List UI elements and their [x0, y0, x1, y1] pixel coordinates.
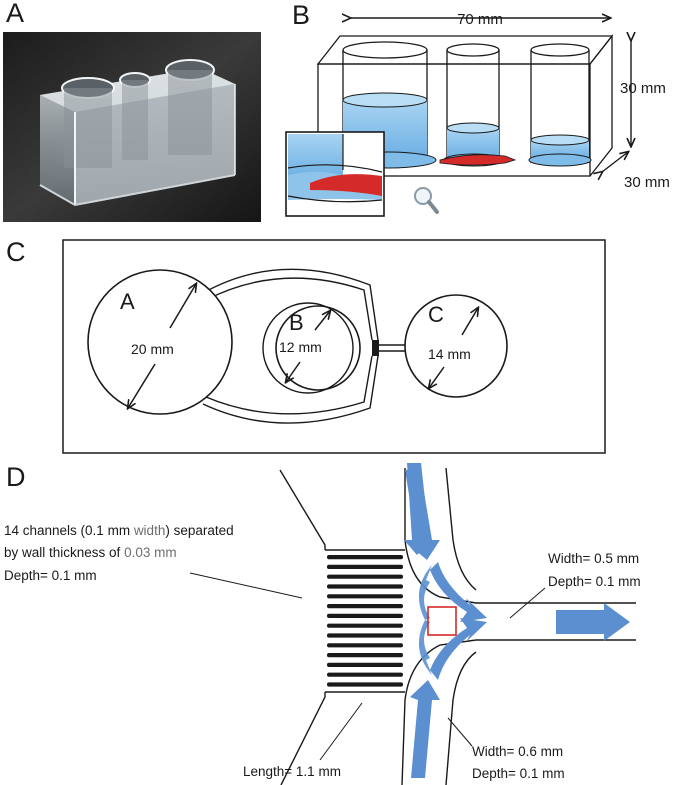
well-a-circle: [87, 269, 233, 415]
magnifier-icon: [414, 187, 439, 214]
zoom-inset: [285, 131, 385, 217]
microchannel: [327, 574, 403, 579]
height-label: 30 mm: [620, 80, 666, 97]
outlet-leader-line: [509, 587, 546, 619]
microchannel: [327, 555, 403, 560]
inlet-leader-line: [447, 717, 473, 747]
microchannel: [327, 672, 403, 677]
well-b-arrow-lower: [286, 361, 301, 382]
well-c-letter: C: [428, 302, 444, 327]
panel-a-letter: A: [6, 0, 24, 28]
inlet-depth-label: Depth= 0.1 mm: [472, 766, 565, 781]
length-leader-line: [319, 702, 363, 761]
channels-note-line2: by wall thickness of 0.03 mm: [4, 545, 177, 560]
microchannel-array: [327, 555, 403, 687]
panel-c-letter: C: [6, 237, 26, 267]
panel-d-letter: D: [6, 462, 26, 492]
well-b-circle: [262, 302, 354, 394]
microchannel: [327, 633, 403, 638]
microchannel: [327, 564, 403, 569]
microchannel: [327, 623, 403, 628]
flow-arrows: [404, 463, 630, 778]
microchannel: [327, 613, 403, 618]
chip-outline: [62, 239, 606, 454]
observation-region: [427, 606, 457, 636]
well-a-arrow-lower: [128, 363, 156, 408]
panel-b-letter: B: [292, 0, 310, 30]
chip-channels: [202, 268, 405, 424]
well-c-arrow-upper: [461, 308, 478, 336]
inlet-width-label: Width= 0.6 mm: [472, 744, 563, 759]
channels-note-line3: Depth= 0.1 mm: [4, 568, 97, 583]
channel-array-block: [372, 340, 379, 356]
junction-walls: [279, 467, 636, 785]
well-b-letter: B: [289, 310, 304, 335]
microchannel: [327, 682, 403, 687]
well-b-arrow-upper: [314, 311, 330, 331]
well-a-letter: A: [120, 289, 135, 314]
length-note: Length= 1.1 mm: [243, 764, 341, 779]
well-c-arrow-lower: [429, 366, 445, 388]
well-a-arrow-upper: [169, 284, 196, 329]
well-a-diameter: 20 mm: [131, 341, 174, 357]
well-b-outer: [275, 305, 361, 391]
outlet-width-label: Width= 0.5 mm: [548, 551, 639, 566]
well-c-diameter: 14 mm: [428, 346, 471, 362]
depth-dimension-arrow: [602, 152, 628, 172]
microchannel: [327, 594, 403, 599]
well-b-diameter: 12 mm: [279, 339, 322, 355]
microchannel: [327, 653, 403, 658]
channels-note-line1: 14 channels (0.1 mm width) separated: [4, 523, 234, 538]
outlet-depth-label: Depth= 0.1 mm: [548, 574, 641, 589]
microchannel: [327, 643, 403, 648]
depth-label: 30 mm: [624, 174, 670, 191]
length-label: 70 mm: [457, 11, 503, 28]
well-c-circle: [404, 294, 508, 398]
microchannel: [327, 662, 403, 667]
microchannel: [327, 604, 403, 609]
microchannel: [327, 584, 403, 589]
channels-leader-line: [189, 572, 303, 599]
device-photo: [3, 32, 261, 222]
